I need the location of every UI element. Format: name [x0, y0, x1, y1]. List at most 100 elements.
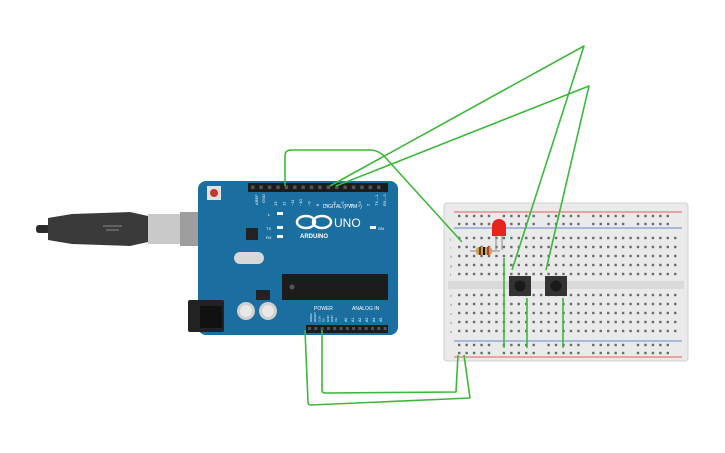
- breadboard-hole[interactable]: [644, 254, 647, 258]
- breadboard-hole[interactable]: [577, 272, 580, 276]
- breadboard-hole[interactable]: [532, 329, 535, 333]
- rail-hole[interactable]: [554, 214, 558, 218]
- breadboard-hole[interactable]: [487, 302, 491, 306]
- breadboard-hole[interactable]: [614, 245, 617, 249]
- bottom-pin-hole[interactable]: [326, 327, 330, 330]
- rail-hole[interactable]: [472, 351, 476, 355]
- rail-hole[interactable]: [480, 214, 483, 218]
- breadboard-hole[interactable]: [629, 254, 632, 258]
- breadboard-hole[interactable]: [472, 236, 476, 240]
- rail-hole[interactable]: [621, 214, 625, 218]
- breadboard-hole[interactable]: [458, 293, 461, 297]
- breadboard-hole[interactable]: [614, 236, 617, 240]
- breadboard-hole[interactable]: [636, 320, 640, 324]
- breadboard-hole[interactable]: [636, 293, 640, 297]
- breadboard-hole[interactable]: [510, 263, 513, 267]
- breadboard-hole[interactable]: [584, 311, 588, 315]
- breadboard-hole[interactable]: [577, 329, 580, 333]
- rail-hole[interactable]: [614, 351, 617, 355]
- breadboard-hole[interactable]: [465, 245, 468, 249]
- rail-hole[interactable]: [465, 214, 468, 218]
- rail-hole[interactable]: [659, 222, 662, 226]
- rail-hole[interactable]: [607, 351, 610, 355]
- rail-hole[interactable]: [480, 343, 483, 347]
- breadboard-hole[interactable]: [644, 329, 647, 333]
- breadboard-hole[interactable]: [666, 293, 669, 297]
- breadboard-hole[interactable]: [651, 245, 655, 249]
- bottom-pin-hole[interactable]: [320, 327, 324, 330]
- rail-hole[interactable]: [532, 222, 535, 226]
- breadboard-hole[interactable]: [666, 311, 669, 315]
- rail-hole[interactable]: [577, 214, 580, 218]
- breadboard-hole[interactable]: [532, 302, 535, 306]
- breadboard-hole[interactable]: [517, 236, 520, 240]
- breadboard-hole[interactable]: [666, 254, 669, 258]
- breadboard-hole[interactable]: [577, 254, 580, 258]
- breadboard-hole[interactable]: [666, 302, 669, 306]
- breadboard-hole[interactable]: [621, 320, 625, 324]
- breadboard-hole[interactable]: [592, 272, 595, 276]
- bottom-pin-hole[interactable]: [358, 327, 362, 330]
- breadboard-hole[interactable]: [607, 272, 610, 276]
- rail-hole[interactable]: [636, 351, 640, 355]
- breadboard-hole[interactable]: [480, 293, 483, 297]
- breadboard-hole[interactable]: [592, 236, 595, 240]
- rail-hole[interactable]: [458, 351, 461, 355]
- breadboard-hole[interactable]: [621, 329, 625, 333]
- breadboard-hole[interactable]: [644, 320, 647, 324]
- breadboard-hole[interactable]: [577, 311, 580, 315]
- breadboard-hole[interactable]: [607, 263, 610, 267]
- breadboard-hole[interactable]: [517, 311, 520, 315]
- breadboard-hole[interactable]: [629, 311, 632, 315]
- breadboard-hole[interactable]: [510, 302, 513, 306]
- rail-hole[interactable]: [599, 351, 602, 355]
- rail-hole[interactable]: [577, 351, 580, 355]
- breadboard-hole[interactable]: [644, 263, 647, 267]
- breadboard-hole[interactable]: [458, 311, 461, 315]
- digital-pin-hole[interactable]: [284, 185, 289, 190]
- bottom-pin-hole[interactable]: [308, 327, 311, 330]
- breadboard-hole[interactable]: [487, 320, 491, 324]
- breadboard-hole[interactable]: [659, 245, 662, 249]
- wire-pin7-button1[interactable]: [329, 45, 585, 271]
- digital-pin-hole[interactable]: [259, 185, 263, 190]
- breadboard-hole[interactable]: [465, 263, 468, 267]
- rail-hole[interactable]: [659, 351, 662, 355]
- rail-hole[interactable]: [659, 214, 662, 218]
- rail-hole[interactable]: [458, 222, 461, 226]
- breadboard-hole[interactable]: [517, 272, 520, 276]
- breadboard-hole[interactable]: [487, 254, 491, 258]
- breadboard-hole[interactable]: [487, 263, 491, 267]
- breadboard-hole[interactable]: [569, 293, 573, 297]
- breadboard-hole[interactable]: [539, 302, 543, 306]
- rail-hole[interactable]: [487, 351, 491, 355]
- breadboard-hole[interactable]: [495, 272, 498, 276]
- breadboard-hole[interactable]: [636, 272, 640, 276]
- breadboard-hole[interactable]: [525, 245, 528, 249]
- breadboard-hole[interactable]: [472, 272, 476, 276]
- breadboard-hole[interactable]: [495, 329, 498, 333]
- rail-hole[interactable]: [525, 214, 528, 218]
- breadboard-hole[interactable]: [547, 320, 550, 324]
- breadboard-hole[interactable]: [651, 254, 655, 258]
- breadboard-hole[interactable]: [569, 320, 573, 324]
- bottom-pin-hole[interactable]: [364, 327, 368, 330]
- breadboard-hole[interactable]: [547, 245, 550, 249]
- breadboard-hole[interactable]: [562, 236, 565, 240]
- breadboard-hole[interactable]: [539, 320, 543, 324]
- breadboard-hole[interactable]: [577, 302, 580, 306]
- rail-hole[interactable]: [569, 222, 573, 226]
- breadboard-hole[interactable]: [539, 272, 543, 276]
- breadboard-hole[interactable]: [659, 236, 662, 240]
- rail-hole[interactable]: [517, 343, 520, 347]
- rail-hole[interactable]: [532, 343, 535, 347]
- breadboard-hole[interactable]: [495, 320, 498, 324]
- pushbutton-2[interactable]: [545, 276, 567, 296]
- rail-hole[interactable]: [592, 214, 595, 218]
- breadboard-hole[interactable]: [584, 329, 588, 333]
- rail-hole[interactable]: [502, 351, 506, 355]
- digital-pin-hole[interactable]: [351, 185, 356, 190]
- breadboard-hole[interactable]: [510, 254, 513, 258]
- breadboard-hole[interactable]: [510, 236, 513, 240]
- digital-pin-hole[interactable]: [377, 185, 381, 190]
